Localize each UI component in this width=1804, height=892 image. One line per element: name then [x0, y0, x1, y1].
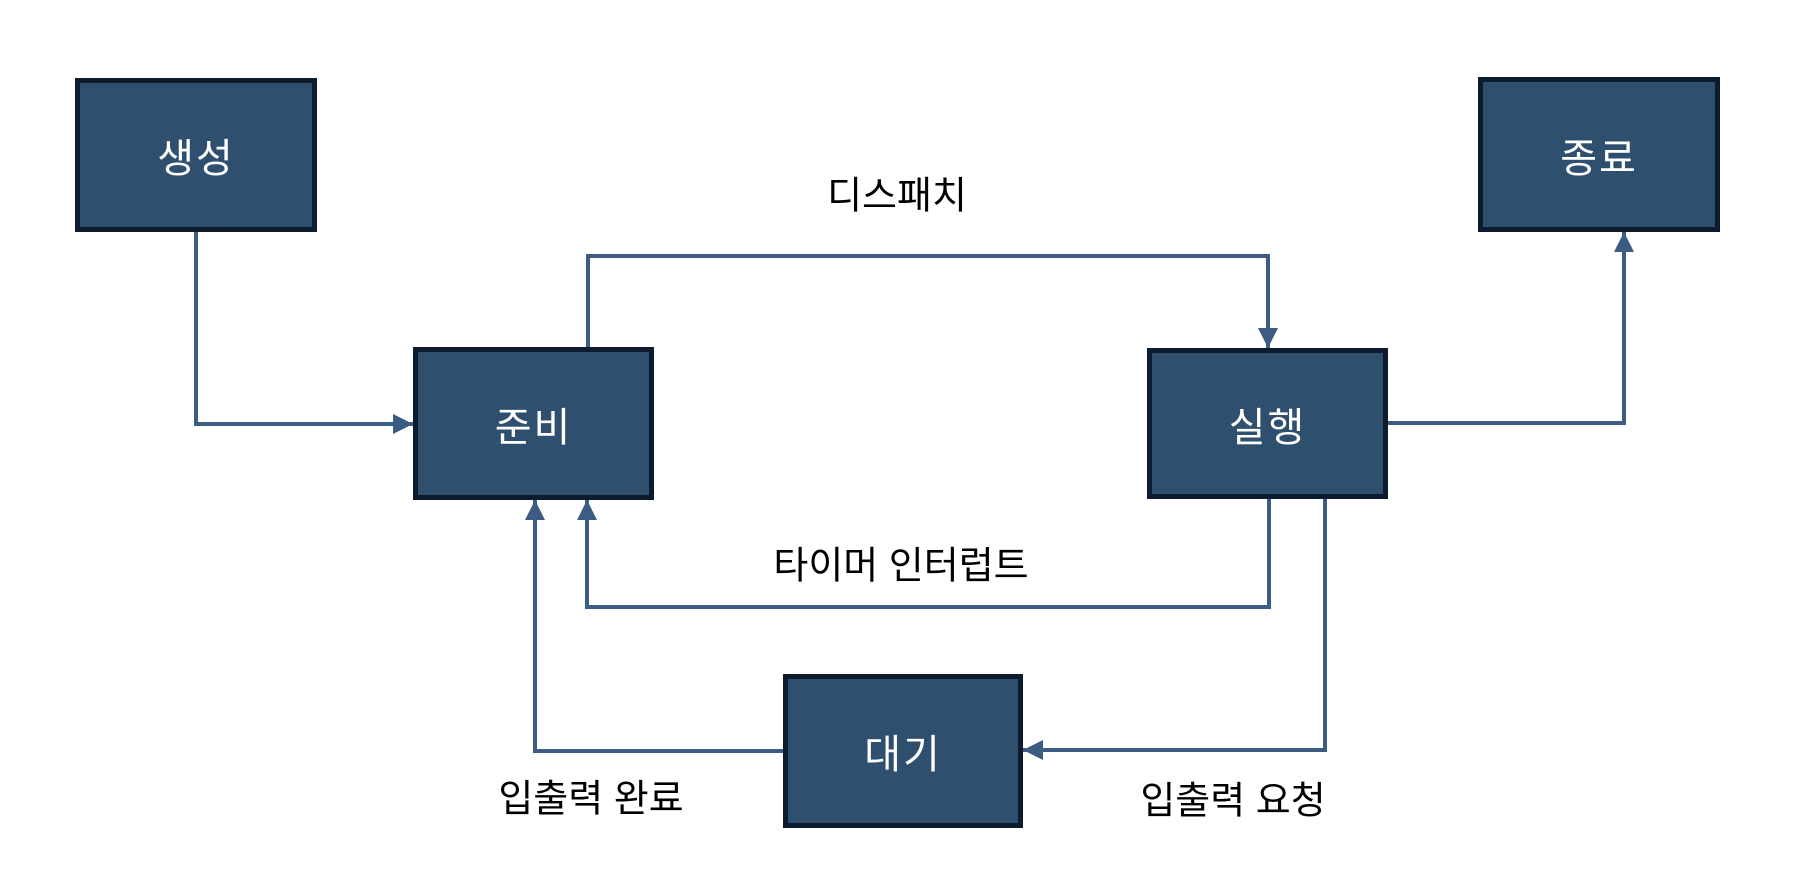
edge-io-complete-waiting-to-ready: [525, 500, 783, 753]
edge-label-io-request: 입출력 요청: [1140, 780, 1326, 823]
state-node-created: 생성: [75, 78, 317, 232]
state-node-label: 생성: [157, 137, 235, 181]
edge-io-request-running-to-waiting: [1023, 499, 1327, 760]
state-node-label: 대기: [864, 733, 942, 777]
state-node-ready: 준비: [413, 347, 654, 500]
edge-running-to-terminated: [1388, 232, 1634, 425]
state-node-label: 준비: [494, 405, 573, 450]
edge-label-dispatch: 디스패치: [827, 175, 967, 218]
edge-created-to-ready: [194, 232, 413, 434]
state-node-terminated: 종료: [1478, 77, 1720, 232]
state-node-waiting: 대기: [783, 674, 1023, 828]
state-node-label: 실행: [1228, 405, 1307, 450]
state-node-running: 실행: [1147, 348, 1388, 499]
state-node-label: 종료: [1560, 136, 1638, 181]
edge-label-timer-interrupt: 타이머 인터럽트: [773, 545, 1029, 588]
edge-dispatch-ready-to-running: [586, 254, 1278, 348]
edge-label-io-complete: 입출력 완료: [498, 778, 684, 821]
